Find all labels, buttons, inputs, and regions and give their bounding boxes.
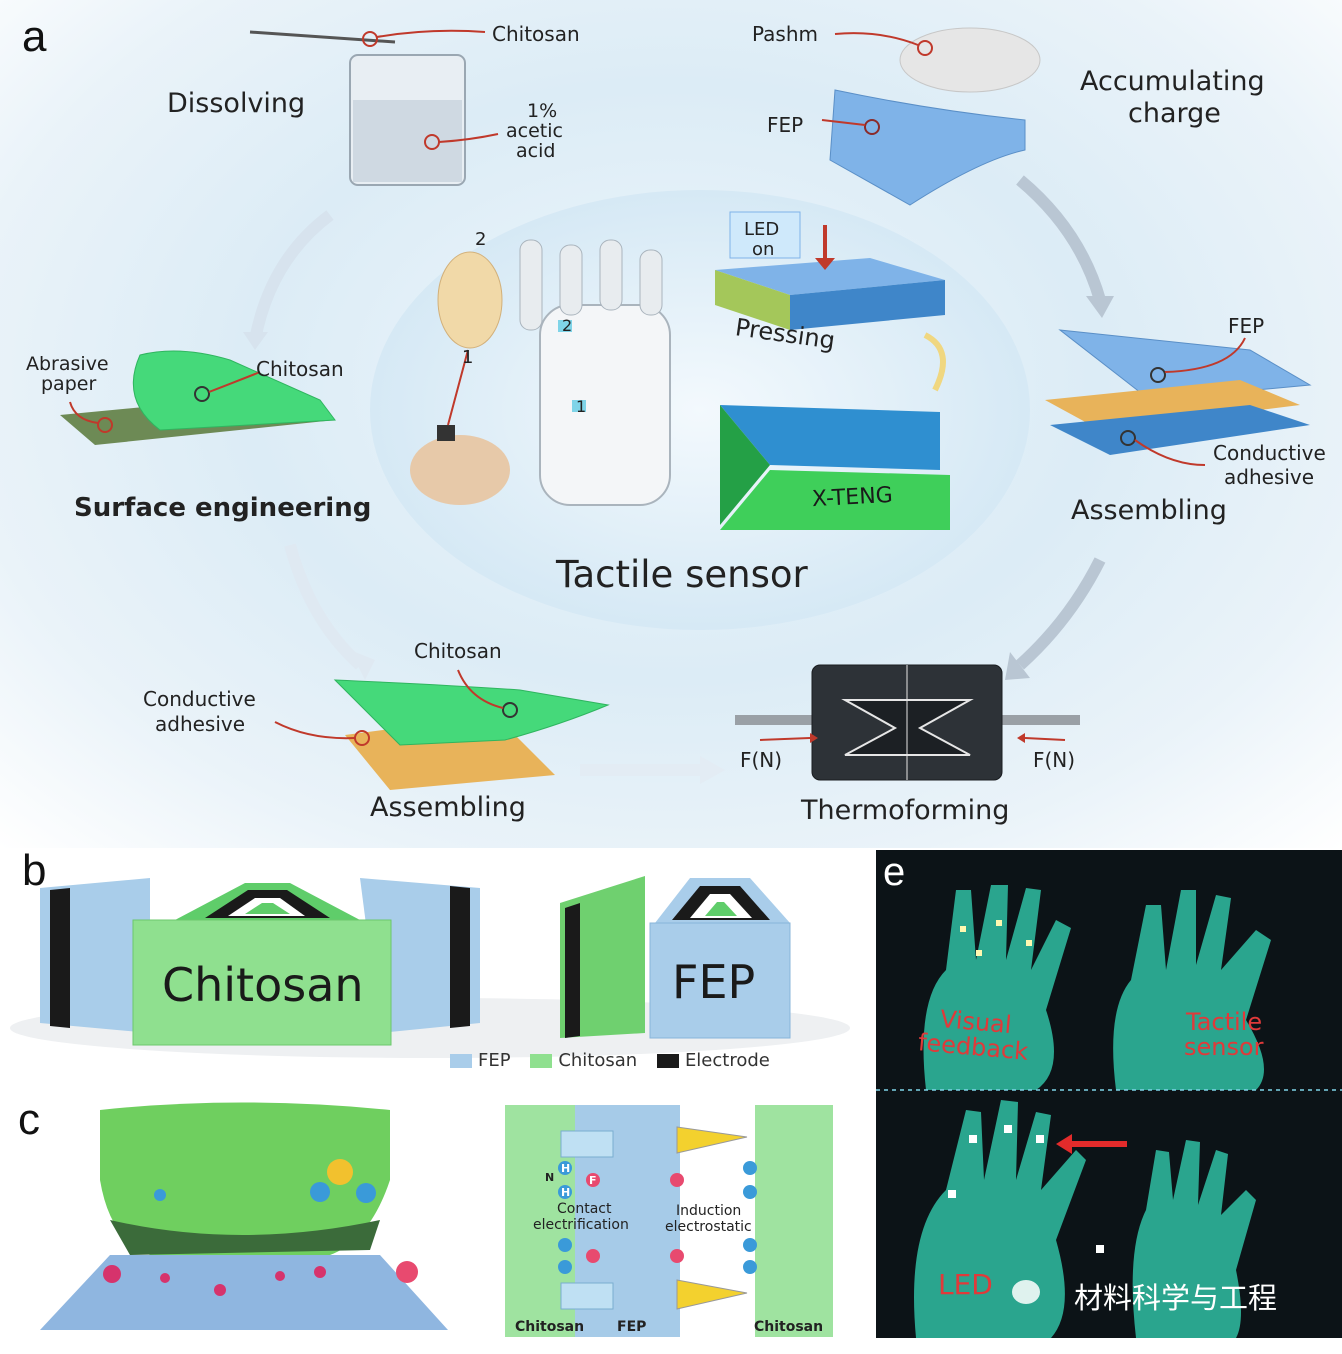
cycle-arrow-head [1086, 296, 1114, 318]
label-chitosan-top: Chitosan [492, 22, 580, 46]
arrow-left-icon [1072, 1141, 1127, 1147]
panel-d-graphics [505, 1105, 833, 1337]
wechat-icon [1012, 1280, 1040, 1304]
cycle-arrow-surface-to-assemble [284, 543, 365, 670]
fep-block [649, 922, 791, 1039]
label-force-left: F(N) [740, 748, 783, 772]
panel-label-b: b [22, 846, 47, 895]
cycle-arrow-head [1005, 652, 1030, 680]
fep-adhesive-assembly [1045, 329, 1312, 466]
atom-h: H [561, 1162, 571, 1175]
hand-number-1a: 1 [462, 347, 474, 368]
atom-h: H [561, 1186, 571, 1199]
fep-block-label: FEP [672, 955, 756, 1009]
label-acetic-3: acid [516, 140, 556, 162]
glove-led [914, 1100, 1086, 1338]
label-electrification: electrification [533, 1217, 629, 1233]
glove-visual-feedback [923, 885, 1071, 1090]
hand-number-1b: 1 [576, 397, 587, 416]
label-electrostatic: electrostatic [665, 1219, 752, 1235]
atom-f: F [589, 1174, 597, 1187]
panel-b-legend: FEP Chitosan Electrode [450, 1050, 770, 1071]
label-assembling-right: Assembling [1071, 495, 1227, 526]
glove-sensor-bottom [1132, 1140, 1256, 1338]
label-paper: paper [41, 373, 97, 395]
chitosan-adhesive-assembly [274, 669, 610, 790]
legend-item-chitosan: Chitosan [530, 1050, 637, 1071]
cycle-arrow-head [700, 756, 725, 784]
hydrogen-atom [356, 1183, 376, 1203]
chitosan-sheet-abrasive [60, 350, 336, 445]
pashm-fep-sheet [821, 27, 1041, 206]
panel-e-gloves [876, 885, 1342, 1338]
beaker [249, 29, 499, 186]
electrode-left [50, 888, 70, 1028]
glove-tactile-sensor [1113, 890, 1271, 1090]
cycle-arrow-dissolve-to-surface [249, 210, 334, 342]
label-d-chitosan-right: Chitosan [754, 1319, 824, 1335]
label-conductive-right: Conductive [1213, 441, 1326, 465]
label-acetic-2: acetic [506, 120, 563, 142]
label-contact: Contact [557, 1201, 612, 1217]
label-thermoforming: Thermoforming [801, 795, 1010, 826]
panel-c-graphics [40, 1102, 448, 1330]
label-adhesive-left: adhesive [155, 712, 246, 736]
label-conductive-left: Conductive [143, 687, 256, 711]
label-d-fep: FEP [617, 1319, 647, 1335]
chitosan-chunk [100, 1102, 390, 1255]
label-abrasive: Abrasive [26, 353, 109, 375]
label-on: on [752, 239, 775, 260]
thermoforming-mold [735, 664, 1080, 781]
chitosan-block-label: Chitosan [162, 958, 364, 1012]
hand-number-2a: 2 [475, 229, 487, 250]
label-accumulating: Accumulating [1080, 66, 1265, 97]
x-teng-block [720, 332, 950, 530]
watermark: 材料科学与工程 [1074, 1281, 1278, 1315]
legend-item-fep: FEP [450, 1050, 511, 1071]
cycle-arrow-charge-to-assemble [1016, 175, 1106, 302]
label-fep-top: FEP [767, 113, 804, 137]
label-surface-engineering: Surface engineering [74, 493, 372, 523]
label-dissolving: Dissolving [167, 88, 306, 119]
label-x-teng: X-TENG [811, 482, 894, 513]
label-tactile-sensor: Tactile sensor [556, 553, 808, 596]
panel-b-graphics [10, 876, 850, 1058]
panel-a-graphics [60, 27, 1312, 790]
label-d-chitosan-left: Chitosan [515, 1319, 585, 1335]
label-assembling-bottom: Assembling [370, 792, 526, 823]
panel-label-a: a [22, 12, 47, 61]
fluorine-atom [396, 1261, 418, 1283]
pressing-device [715, 211, 945, 330]
label-fep-right: FEP [1228, 314, 1265, 338]
panel-e-photo [876, 850, 1342, 1338]
panel-label-e: e [883, 850, 906, 894]
hydrogen-atom [310, 1182, 330, 1202]
robot-hand [410, 239, 671, 506]
label-acetic-1: 1% [527, 100, 558, 122]
label-adhesive-right: adhesive [1224, 465, 1315, 489]
hand-number-2b: 2 [562, 316, 573, 335]
cycle-arrow-head [243, 332, 268, 350]
electrode-right [450, 886, 470, 1028]
label-force-right: F(N) [1033, 748, 1076, 772]
label-led: LED [744, 219, 780, 240]
label-tactile: Tactile [1186, 1008, 1263, 1036]
panel-label-c: c [18, 1095, 40, 1144]
label-charge: charge [1128, 98, 1221, 129]
cycle-arrow-head [350, 650, 375, 680]
label-led-e: LED [938, 1268, 993, 1301]
legend-item-electrode: Electrode [656, 1050, 770, 1071]
chitosan-block [132, 919, 392, 1046]
label-sensor: sensor [1184, 1033, 1264, 1061]
cycle-arrow-assemble-to-thermo [1015, 557, 1106, 670]
label-chitosan-left: Chitosan [256, 357, 344, 381]
nitrogen-atom [327, 1159, 353, 1185]
label-induction: Induction [676, 1203, 742, 1219]
label-chitosan-bottom: Chitosan [414, 639, 502, 663]
atom-n: N [545, 1171, 555, 1184]
label-pashm: Pashm [752, 22, 818, 46]
